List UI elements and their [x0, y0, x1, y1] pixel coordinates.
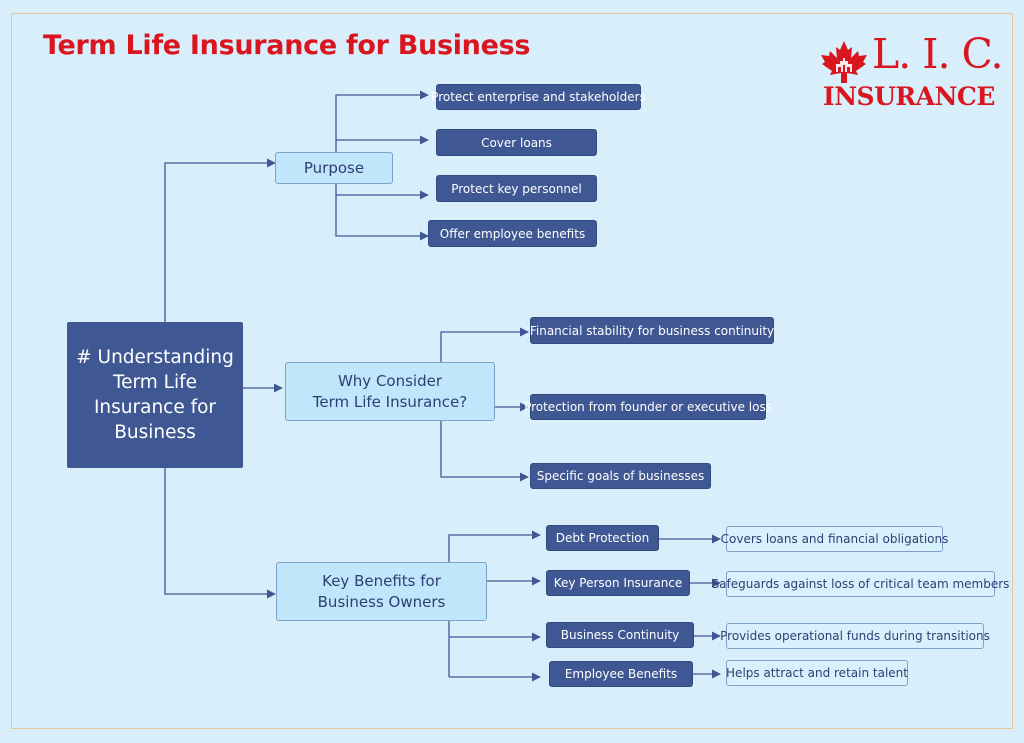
- purpose-item-label: Offer employee benefits: [439, 226, 586, 241]
- benefit-detail: Covers loans and financial obligations: [721, 526, 948, 552]
- key-benefits-line2: Business Owners: [317, 592, 446, 611]
- key-benefits-line1: Key Benefits for: [322, 571, 441, 590]
- purpose-item-label: Cover loans: [481, 135, 552, 150]
- why-item: Protection from founder or executive los…: [524, 394, 772, 420]
- benefit-item: Key Person Insurance: [546, 570, 690, 596]
- purpose-item-label: Protect enterprise and stakeholders: [431, 90, 646, 104]
- why-item-label: Protection from founder or executive los…: [524, 400, 772, 414]
- benefit-detail-label: Covers loans and financial obligations: [720, 532, 949, 546]
- benefit-detail: Provides operational funds during transi…: [720, 623, 990, 649]
- benefit-detail-label: Helps attract and retain talent: [726, 666, 908, 680]
- benefit-detail: Safeguards against loss of critical team…: [712, 571, 1009, 597]
- benefit-item-label: Debt Protection: [555, 531, 650, 545]
- root-node-label: # Understanding Term Life Insurance for …: [76, 347, 234, 443]
- benefit-item-label: Business Continuity: [560, 628, 680, 642]
- lic-insurance-logo: L. I. C. INSURANCE: [820, 34, 1003, 116]
- page-frame: [11, 13, 1013, 729]
- purpose-item-label: Protect key personnel: [451, 181, 582, 196]
- benefit-detail: Helps attract and retain talent: [726, 660, 908, 686]
- logo-top-text: L. I. C.: [872, 30, 1003, 78]
- benefit-item: Debt Protection: [546, 525, 659, 551]
- page-title: Term Life Insurance for Business: [43, 30, 531, 61]
- root-node: # Understanding Term Life Insurance for …: [67, 322, 243, 468]
- purpose-item: Protect key personnel: [436, 175, 597, 202]
- benefit-item: Employee Benefits: [549, 661, 693, 687]
- logo-bottom-text: INSURANCE: [823, 82, 995, 111]
- why-item: Financial stability for business continu…: [530, 317, 774, 344]
- benefit-item: Business Continuity: [546, 622, 694, 648]
- benefit-item-label: Employee Benefits: [564, 667, 678, 681]
- benefit-detail-label: Provides operational funds during transi…: [720, 629, 990, 643]
- why-item-label: Specific goals of businesses: [536, 469, 705, 483]
- maple-leaf-icon: [821, 41, 867, 83]
- benefit-item-label: Key Person Insurance: [553, 576, 683, 590]
- purpose-item: Offer employee benefits: [428, 220, 597, 247]
- why-item: Specific goals of businesses: [530, 463, 711, 489]
- benefit-detail-label: Safeguards against loss of critical team…: [711, 577, 1010, 591]
- purpose-item: Protect enterprise and stakeholders: [431, 84, 646, 110]
- why-item-label: Financial stability for business continu…: [529, 323, 775, 338]
- why-consider-line2: Term Life Insurance?: [312, 392, 468, 411]
- why-consider-line1: Why Consider: [337, 371, 443, 390]
- why-consider-node: Why Consider Term Life Insurance?: [285, 362, 495, 421]
- purpose-item: Cover loans: [436, 129, 597, 156]
- key-benefits-node: Key Benefits for Business Owners: [276, 562, 487, 621]
- purpose-node-label: Purpose: [303, 158, 365, 177]
- purpose-node: Purpose: [275, 152, 393, 184]
